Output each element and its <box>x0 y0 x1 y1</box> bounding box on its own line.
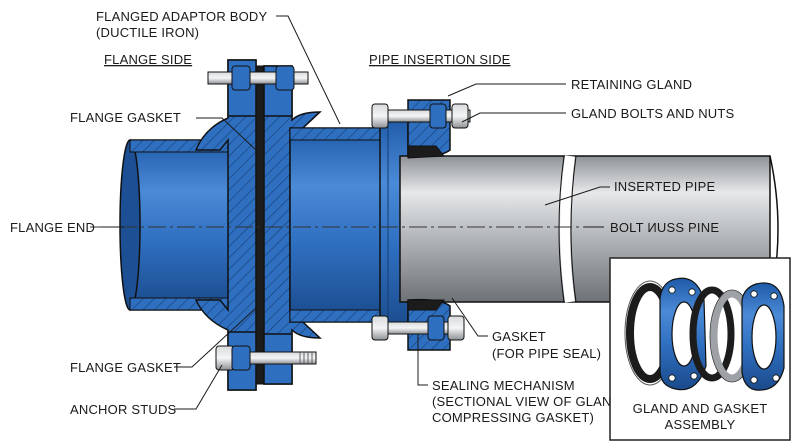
flange-gasket-strip <box>255 65 265 385</box>
flange-bolt-bottom <box>215 345 317 371</box>
label-gasket-line2: (FOR PIPE SEAL) <box>492 346 601 361</box>
label-sealing-line2: (SECTIONAL VIEW OF GLAND <box>432 394 621 409</box>
gland-bolt-top <box>371 103 471 129</box>
callout-labels: FLANGED ADAPTOR BODY (DUCTILE IRON) FLAN… <box>10 9 735 425</box>
label-gasket-line1: GASKET <box>492 329 546 344</box>
label-gland-bolts: GLAND BOLTS AND NUTS <box>571 106 735 121</box>
label-sealing-line1: SEALING MECHANISM <box>432 378 575 393</box>
inset-gland-flange-2 <box>741 282 785 391</box>
inset-gasket-ring-2 <box>689 286 735 382</box>
label-body-line1: FLANGED ADAPTOR BODY <box>96 9 267 24</box>
gland-bolt-bottom <box>371 315 465 341</box>
label-pipe-insertion-side: PIPE INSERTION SIDE <box>369 52 511 67</box>
label-assembly-line1: GLAND AND GASKET <box>633 401 768 416</box>
label-retaining-gland: RETAINING GLAND <box>571 77 692 92</box>
label-flange-gasket-top: FLANGE GASKET <box>70 110 181 125</box>
label-flange-gasket-bottom: FLANGE GASKET <box>70 360 181 375</box>
label-body-line2: (DUCTILE IRON) <box>96 25 199 40</box>
flange-bolt-top <box>207 65 309 91</box>
label-anchor-studs: ANCHOR STUDS <box>70 402 177 417</box>
label-flange-side: FLANGE SIDE <box>104 52 192 67</box>
label-bolt-nuss-pine: BOLT ИUSS PINE <box>610 220 719 235</box>
flange-spigot <box>119 139 233 311</box>
label-assembly-line2: ASSEMBLY <box>665 417 736 432</box>
label-flange-end: FLANGE END <box>10 220 95 235</box>
leader-lines <box>100 15 610 410</box>
assembly-inset: GLAND AND GASKET ASSEMBLY <box>609 257 791 441</box>
label-inserted-pipe: INSERTED PIPE <box>614 179 715 194</box>
label-sealing-line3: COMPRESSING GASKET) <box>432 410 594 425</box>
